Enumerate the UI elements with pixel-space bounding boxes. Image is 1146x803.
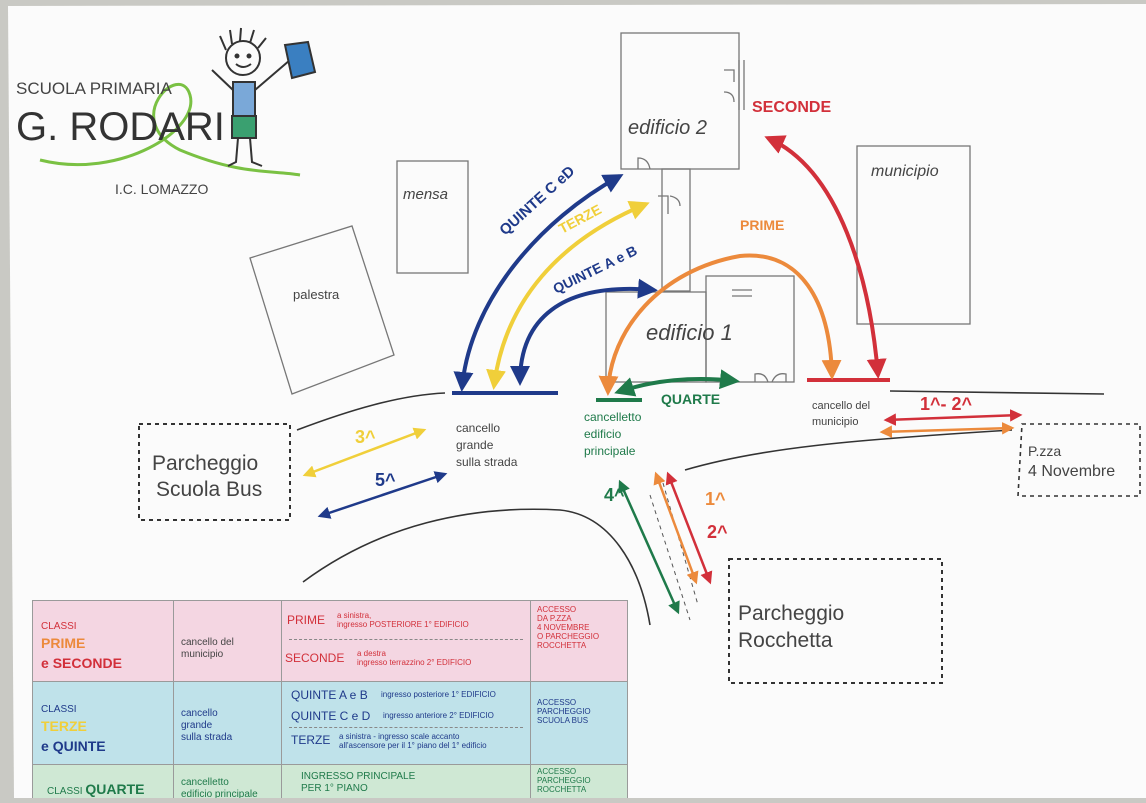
palestra-label: palestra (293, 287, 340, 302)
row3-classi: CLASSI QUARTE (47, 781, 145, 797)
mensa-label: mensa (403, 186, 448, 203)
label-prime: PRIME (740, 217, 784, 233)
row1-name1: PRIME (41, 635, 86, 651)
parcheggio-rocchetta-line2: Rocchetta (738, 629, 833, 652)
gate-principale-label: cancelletto edificio principale (584, 410, 642, 458)
route-quarte (614, 369, 740, 397)
row2-name2: e QUINTE (41, 738, 106, 754)
gate-grande-label: cancello grande sulla strada (456, 421, 518, 469)
label-classe-5: 5^ (375, 470, 396, 490)
row2-terze-label: TERZE (291, 733, 331, 747)
parcheggio-rocchetta: Parcheggio Rocchetta (728, 558, 943, 684)
svg-text:grande: grande (456, 438, 494, 452)
piazza-line2: 4 Novembre (1028, 463, 1115, 480)
row1-seconde-label: SECONDE (285, 651, 345, 665)
label-classe-1: 1^ (705, 489, 726, 509)
logo-swoosh (39, 82, 301, 177)
piazza-line1: P.zza (1028, 443, 1061, 459)
piazza-4-novembre: P.zza 4 Novembre (1017, 423, 1141, 497)
label-seconde: SECONDE (752, 99, 831, 116)
edificio-2-building: edificio 2 (620, 32, 745, 292)
route-2-piazza (883, 409, 1023, 426)
row1-name2: e SECONDE (41, 655, 122, 671)
route-2-rocchetta (665, 471, 713, 585)
municipio-label: municipio (871, 163, 939, 180)
label-quarte: QUARTE (661, 391, 720, 407)
row2-qcd-desc: ingresso anteriore 2° EDIFICIO (383, 711, 494, 720)
svg-text:principale: principale (584, 444, 636, 458)
row2-qcd-label: QUINTE C e D (291, 709, 371, 723)
parcheggio-scuola-bus-line1: Parcheggio (152, 452, 258, 475)
row1-classi: CLASSI (41, 621, 77, 632)
row2-classi: CLASSI (41, 704, 77, 715)
route-terze (486, 200, 650, 390)
edificio-2-label: edificio 2 (628, 117, 707, 139)
school-logo: SCUOLA PRIMARIA G. RODARI I.C. LOMAZZO (16, 27, 317, 197)
route-1-piazza (879, 422, 1015, 438)
parcheggio-scuola-bus: Parcheggio Scuola Bus (138, 423, 291, 521)
parcheggio-scuola-bus-line2: Scuola Bus (156, 478, 262, 501)
svg-text:cancello del: cancello del (812, 400, 870, 412)
row2-qab-desc: ingresso posteriore 1° EDIFICIO (381, 690, 496, 699)
route-quinte-a-b (510, 278, 658, 386)
svg-text:cancelletto: cancelletto (584, 410, 642, 424)
child-reading-illustration (211, 27, 317, 167)
label-classe-2: 2^ (707, 522, 728, 542)
row2-qab-label: QUINTE A e B (291, 688, 368, 702)
edificio-1-label: edificio 1 (646, 320, 733, 345)
svg-text:sulla strada: sulla strada (456, 455, 518, 469)
route-4-rocchetta (618, 479, 680, 615)
row1-prime-desc: a sinistra,ingresso POSTERIORE 1° EDIFIC… (337, 611, 469, 629)
row2-name1: TERZE (41, 718, 87, 734)
route-seconde (764, 135, 887, 379)
svg-text:edificio: edificio (584, 427, 622, 441)
svg-text:cancello: cancello (456, 421, 500, 435)
route-3-parcheggio (302, 427, 427, 478)
parcheggio-rocchetta-line1: Parcheggio (738, 602, 844, 625)
svg-text:municipio: municipio (812, 416, 858, 428)
label-classe-1-2: 1^- 2^ (920, 394, 973, 414)
school-line2: G. RODARI (16, 105, 225, 149)
school-line3: I.C. LOMAZZO (115, 181, 208, 197)
gate-municipio-label: cancello del municipio (812, 400, 870, 428)
row1-prime-label: PRIME (287, 613, 326, 627)
school-line1: SCUOLA PRIMARIA (16, 79, 173, 98)
route-5-parcheggio (317, 471, 448, 519)
label-classe-4: 4^ (604, 485, 625, 505)
palestra-building: palestra (249, 225, 395, 395)
label-classe-3: 3^ (355, 427, 376, 447)
